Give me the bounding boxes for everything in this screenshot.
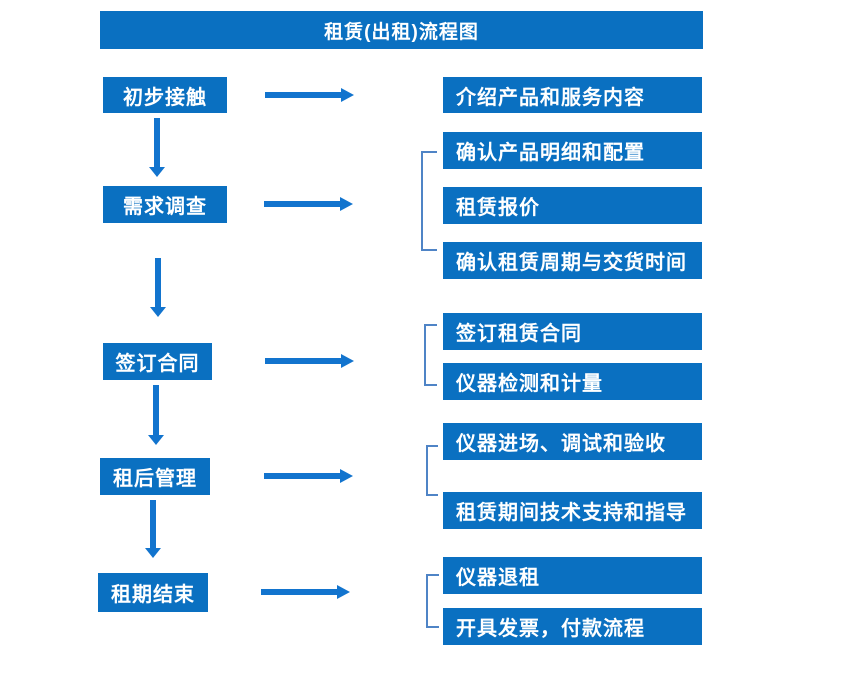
- group-bracket: [426, 445, 438, 496]
- detail-box-confirm-product-details: 确认产品明细和配置: [443, 132, 702, 169]
- group-bracket: [426, 574, 439, 628]
- detail-box-invoice-payment: 开具发票，付款流程: [443, 608, 702, 645]
- detail-box-introduce-products: 介绍产品和服务内容: [443, 77, 702, 113]
- arrow-down-icon: [145, 500, 161, 558]
- arrow-right-icon: [261, 585, 350, 599]
- step-box-post-rental-management: 租后管理: [100, 458, 210, 495]
- step-box-sign-contract: 签订合同: [103, 343, 212, 380]
- arrow-down-icon: [148, 385, 164, 445]
- step-box-lease-end: 租期结束: [98, 573, 208, 612]
- detail-box-instrument-return: 仪器退租: [443, 557, 702, 594]
- detail-box-technical-support: 租赁期间技术支持和指导: [443, 492, 702, 529]
- arrow-right-icon: [264, 469, 353, 483]
- arrow-right-icon: [264, 197, 353, 211]
- detail-box-sign-rental-contract: 签订租赁合同: [443, 313, 702, 350]
- detail-box-confirm-rental-period: 确认租赁周期与交货时间: [443, 242, 702, 279]
- page-title: 租赁(出租)流程图: [100, 11, 703, 49]
- group-bracket: [421, 151, 437, 251]
- arrow-down-icon: [149, 118, 165, 177]
- arrow-right-icon: [265, 88, 354, 102]
- detail-box-instrument-testing: 仪器检测和计量: [443, 363, 702, 400]
- detail-box-rental-quotation: 租赁报价: [443, 187, 702, 224]
- detail-box-instrument-setup-acceptance: 仪器进场、调试和验收: [443, 423, 702, 460]
- arrow-down-icon: [150, 258, 166, 317]
- arrow-right-icon: [265, 354, 354, 368]
- step-box-demand-survey: 需求调查: [103, 186, 227, 223]
- step-box-initial-contact: 初步接触: [103, 77, 227, 113]
- group-bracket: [424, 324, 437, 386]
